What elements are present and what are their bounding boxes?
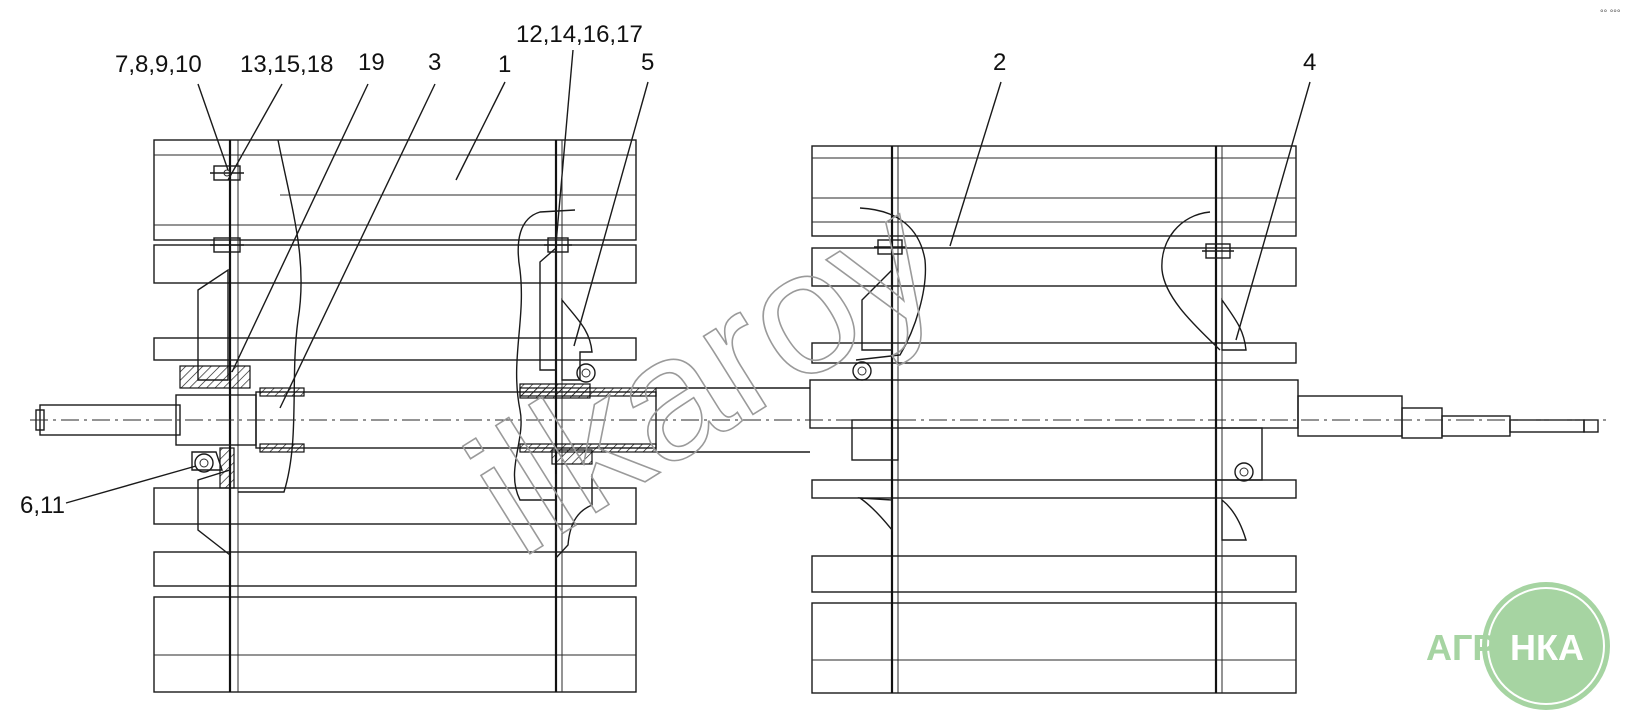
right-lower-slat-block (811, 602, 1297, 694)
right-slat-3 (811, 342, 1297, 364)
bolt-right (544, 237, 572, 253)
callout-2: 2 (993, 49, 1006, 76)
left-slat-6 (153, 551, 637, 587)
bolt-right-right-disc (1202, 243, 1234, 259)
left-hub-section (179, 365, 251, 389)
callout-19: 19 (358, 49, 385, 76)
left-slat-5 (153, 487, 637, 525)
shaft-right-tube (809, 379, 1299, 429)
right-slat-6 (811, 555, 1297, 593)
callout-5: 5 (641, 49, 654, 76)
left-slat-3 (153, 337, 637, 361)
lug-pin-right-2 (1234, 462, 1254, 482)
lug-pin-right (576, 363, 596, 383)
lug-pin-left (194, 453, 214, 473)
brand-circle (1482, 582, 1610, 710)
callout-6-11: 6,11 (20, 492, 65, 519)
callout-labels: 7,8,9,10 13,15,18 19 3 1 12,14,16,17 5 2… (20, 21, 1316, 519)
callout-12-14-16-17: 12,14,16,17 (516, 21, 643, 48)
left-slat-2 (153, 244, 637, 284)
left-upper-slat-block (153, 139, 637, 241)
callout-leaders (65, 49, 1311, 504)
callout-1: 1 (498, 51, 511, 78)
callout-13-15-18: 13,15,18 (240, 51, 333, 78)
bolt-mid-left (210, 237, 244, 253)
brand-text-left: АГРО (1426, 627, 1524, 668)
callout-3: 3 (428, 49, 441, 76)
shaft-right-end (1297, 395, 1403, 437)
brand-logo: АГРО НКА (1426, 582, 1610, 710)
bolt-right-left-disc (874, 239, 906, 255)
corner-mark: °° °°° (1600, 8, 1621, 18)
callout-7-8-9-10: 7,8,9,10 (115, 51, 202, 78)
brand-text-right: НКА (1510, 627, 1584, 668)
shaft (30, 379, 1610, 453)
right-roller-assembly (811, 145, 1297, 694)
right-upper-slat-block (811, 145, 1297, 237)
lug-pin-right-1 (852, 361, 872, 381)
left-lower-slat-block (153, 596, 637, 693)
callout-4: 4 (1303, 49, 1316, 76)
right-slat-5 (811, 479, 1297, 499)
right-slat-2 (811, 247, 1297, 287)
